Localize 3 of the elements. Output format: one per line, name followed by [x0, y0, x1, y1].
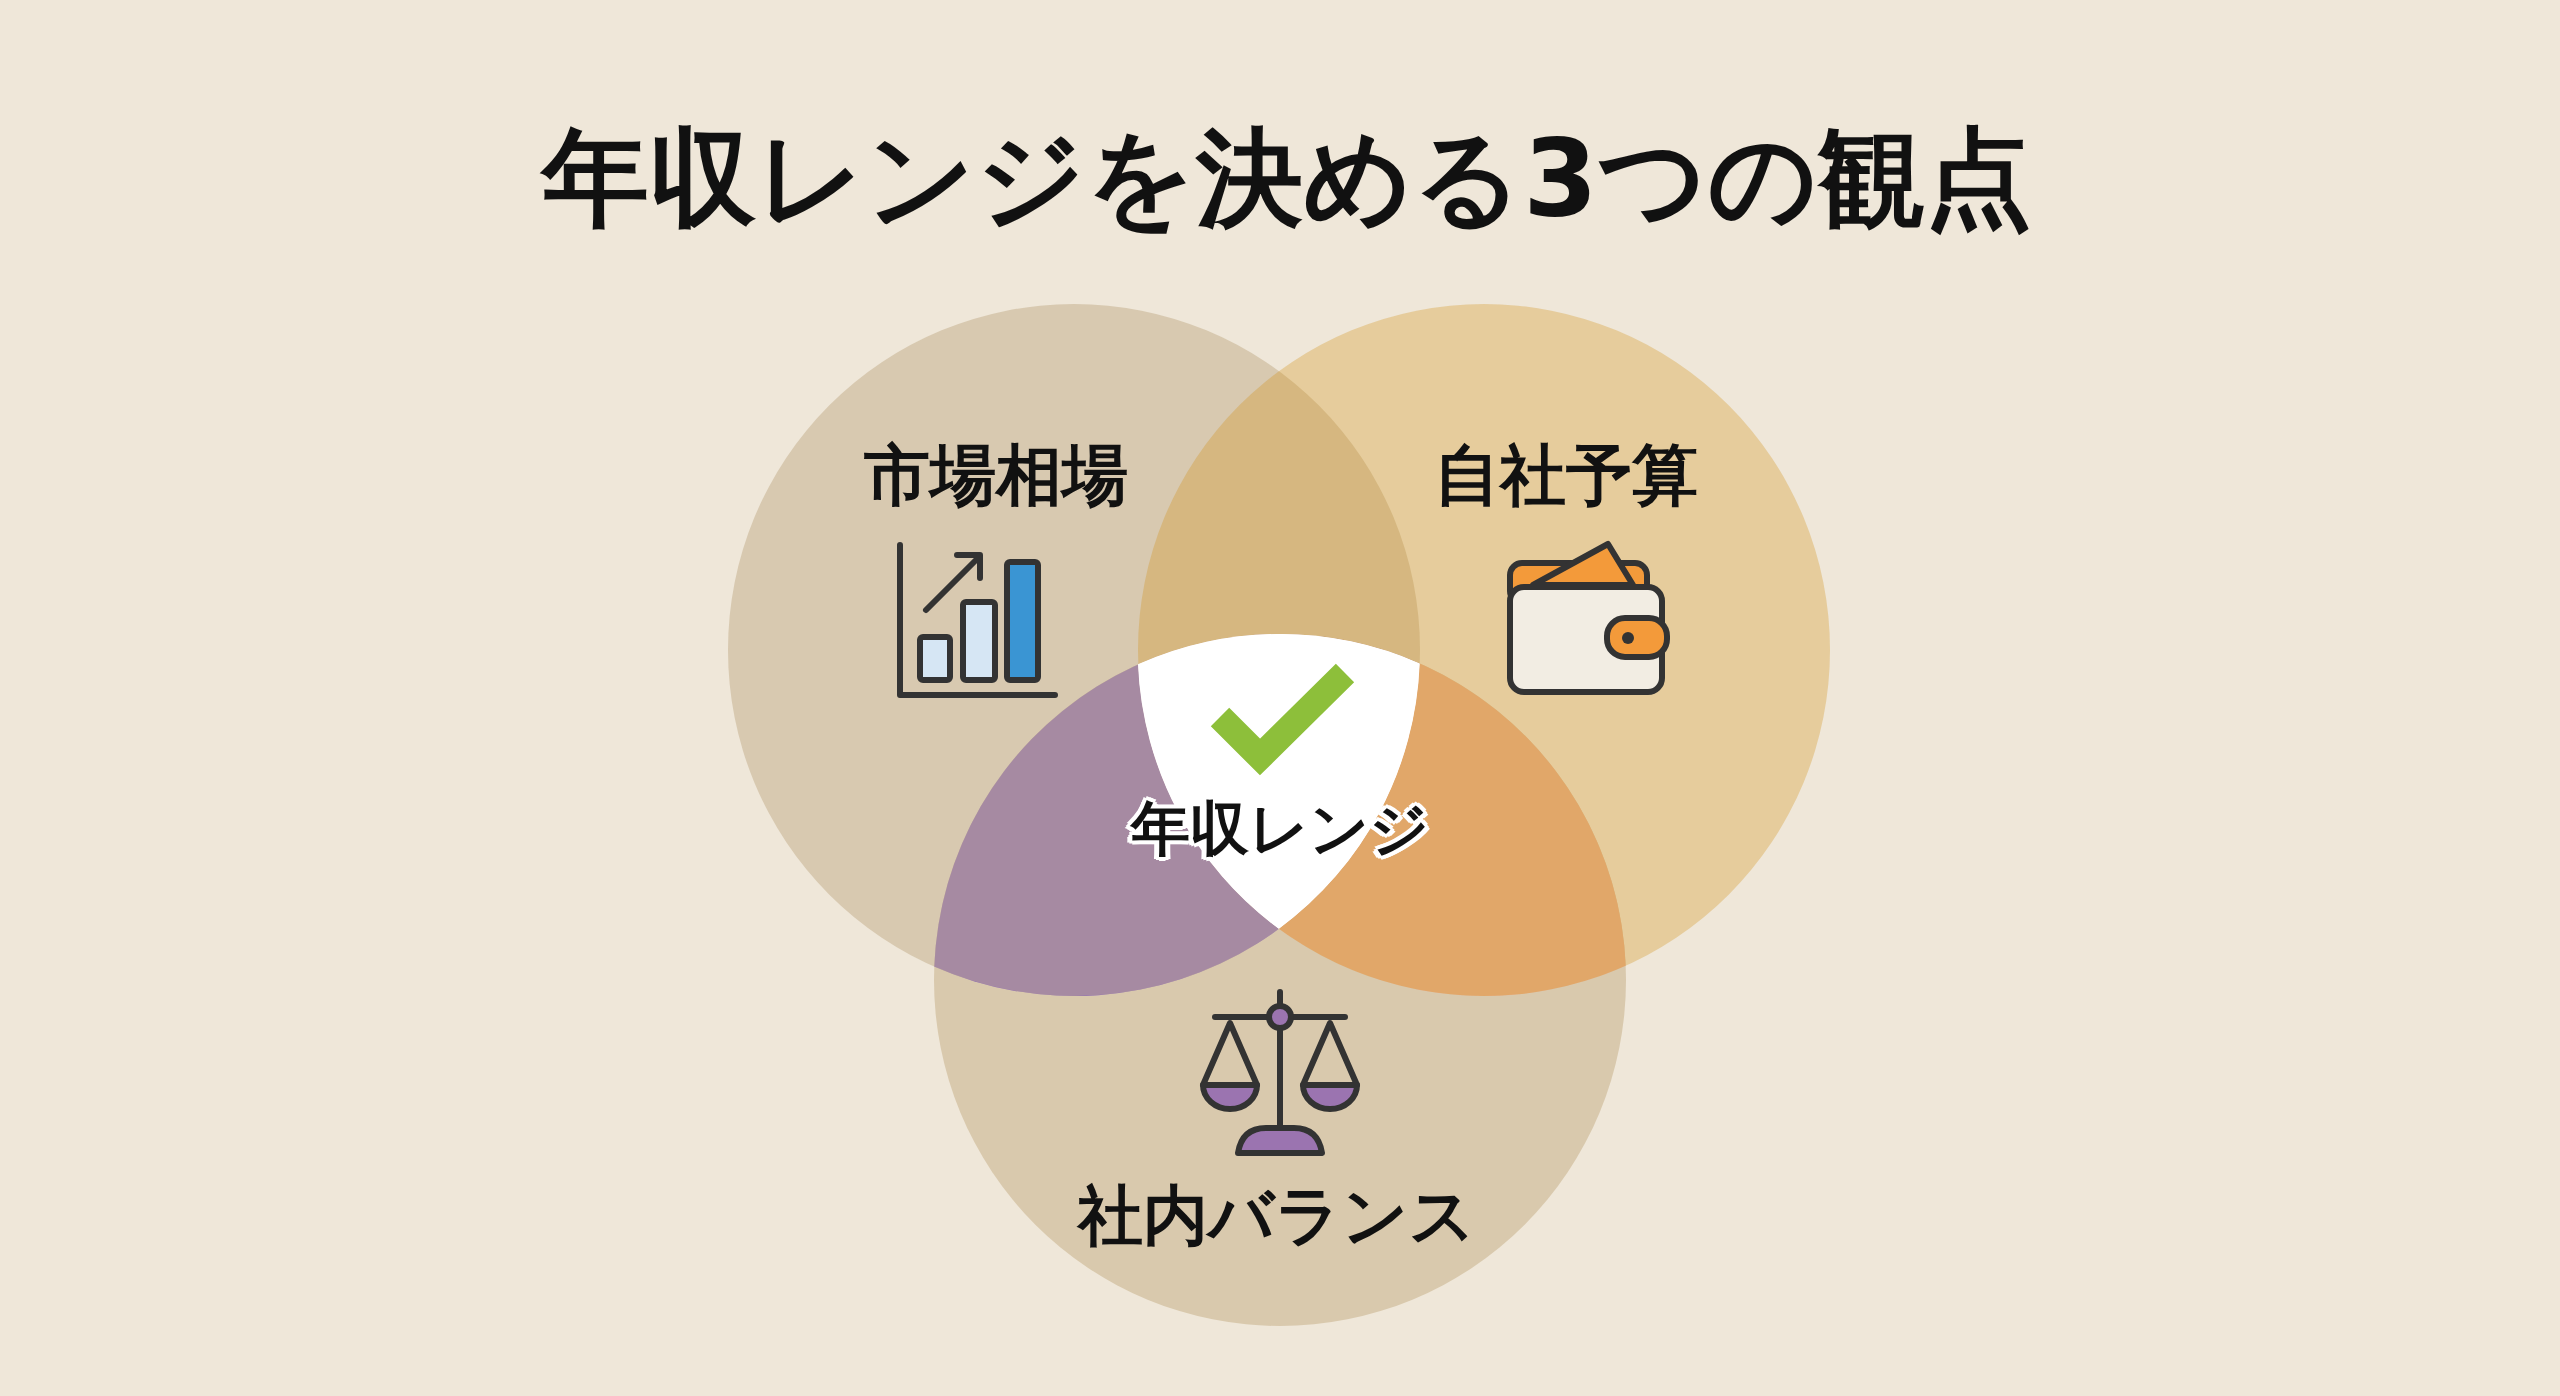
circle-label: 自社予算 — [1434, 443, 1698, 509]
circle-label: 市場相場 — [864, 443, 1128, 509]
circle-label: 社内バランス — [1078, 1182, 1476, 1248]
